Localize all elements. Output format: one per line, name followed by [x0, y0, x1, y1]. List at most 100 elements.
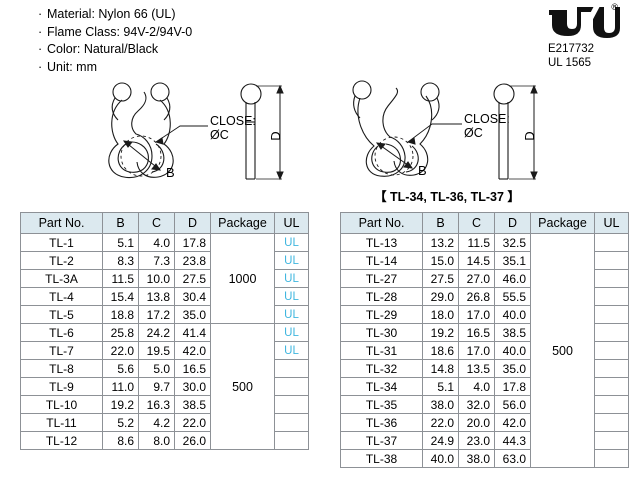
cell-part-no: TL-34 — [340, 377, 423, 396]
close-label: CLOSE: — [210, 114, 256, 128]
cell-d: 40.0 — [494, 341, 531, 360]
cell-ul: UL — [274, 269, 309, 288]
cell-b: 27.5 — [422, 269, 459, 288]
cell-ul: UL — [274, 287, 309, 306]
cell-part-no: TL-6 — [20, 323, 103, 342]
cell-c: 4.0 — [138, 233, 175, 252]
cell-ul — [274, 431, 309, 450]
column-header-c: C — [458, 212, 495, 234]
table-header-row: Part No. B C D Package UL — [340, 212, 629, 234]
cell-ul: UL — [274, 251, 309, 270]
cell-b: 22.0 — [102, 341, 139, 360]
cell-part-no: TL-28 — [340, 287, 423, 306]
cell-b: 5.2 — [102, 413, 139, 432]
cell-ul: UL — [274, 341, 309, 360]
cell-ul — [594, 269, 629, 288]
cell-b: 15.0 — [422, 251, 459, 270]
cell-c: 26.8 — [458, 287, 495, 306]
cell-c: 4.0 — [458, 377, 495, 396]
cell-d: 32.5 — [494, 233, 531, 252]
cell-ul — [594, 305, 629, 324]
cell-part-no: TL-30 — [340, 323, 423, 342]
dimension-b-label: B — [418, 163, 427, 178]
cell-part-no: TL-12 — [20, 431, 103, 450]
column-header-d: D — [494, 212, 531, 234]
bullet-icon: · — [38, 59, 43, 74]
cell-c: 14.5 — [458, 251, 495, 270]
cell-package: 1000 — [210, 233, 275, 324]
cell-ul — [594, 323, 629, 342]
cell-d: 56.0 — [494, 395, 531, 414]
cell-ul: UL — [274, 323, 309, 342]
cell-b: 29.0 — [422, 287, 459, 306]
cell-d: 40.0 — [494, 305, 531, 324]
column-header-c: C — [138, 212, 175, 234]
diameter-c-label: ØC — [210, 128, 229, 142]
cell-b: 25.8 — [102, 323, 139, 342]
cell-c: 20.0 — [458, 413, 495, 432]
dimension-d-label: D — [522, 131, 537, 140]
cell-part-no: TL-10 — [20, 395, 103, 414]
diameter-c-label: ØC — [464, 126, 483, 140]
cell-d: 35.1 — [494, 251, 531, 270]
cell-b: 14.8 — [422, 359, 459, 378]
cell-c: 10.0 — [138, 269, 175, 288]
cell-b: 38.0 — [422, 395, 459, 414]
cell-d: 30.0 — [174, 377, 211, 396]
spec-line: ·Material: Nylon 66 (UL) — [38, 6, 192, 24]
cell-c: 8.0 — [138, 431, 175, 450]
cell-ul — [594, 377, 629, 396]
ul-certification-mark: ® E217732 UL 1565 — [544, 2, 630, 70]
cell-c: 13.8 — [138, 287, 175, 306]
cell-package: 500 — [210, 323, 275, 450]
column-header-ul: UL — [594, 212, 629, 234]
cell-part-no: TL-29 — [340, 305, 423, 324]
cell-c: 13.5 — [458, 359, 495, 378]
cell-ul — [594, 431, 629, 450]
cell-c: 9.7 — [138, 377, 175, 396]
cell-c: 24.2 — [138, 323, 175, 342]
cell-c: 23.0 — [458, 431, 495, 450]
cell-d: 63.0 — [494, 449, 531, 468]
cell-part-no: TL-32 — [340, 359, 423, 378]
cell-c: 5.0 — [138, 359, 175, 378]
cell-d: 38.5 — [494, 323, 531, 342]
spec-line: ·Flame Class: 94V-2/94V-0 — [38, 24, 192, 42]
ul-logo-icon: ® — [546, 2, 620, 42]
cell-d: 27.5 — [174, 269, 211, 288]
cell-ul: UL — [274, 305, 309, 324]
cell-b: 5.1 — [422, 377, 459, 396]
cell-ul — [594, 449, 629, 468]
cell-c: 11.5 — [458, 233, 495, 252]
cell-part-no: TL-14 — [340, 251, 423, 270]
cell-d: 46.0 — [494, 269, 531, 288]
close-label: CLOSE: — [464, 112, 510, 126]
registered-trademark-icon: ® — [611, 2, 618, 12]
cell-b: 8.6 — [102, 431, 139, 450]
cell-part-no: TL-13 — [340, 233, 423, 252]
specification-list: ·Material: Nylon 66 (UL) ·Flame Class: 9… — [38, 6, 192, 76]
cell-b: 22.0 — [422, 413, 459, 432]
column-header-d: D — [174, 212, 211, 234]
cell-package: 500 — [530, 233, 595, 468]
cell-b: 19.2 — [102, 395, 139, 414]
dimension-b-label: B — [166, 165, 175, 180]
cell-part-no: TL-3A — [20, 269, 103, 288]
cell-ul — [274, 359, 309, 378]
cell-c: 17.2 — [138, 305, 175, 324]
drawing-caption: 【 TL-34, TL-36, TL-37 】 — [374, 190, 520, 204]
cell-ul — [594, 359, 629, 378]
